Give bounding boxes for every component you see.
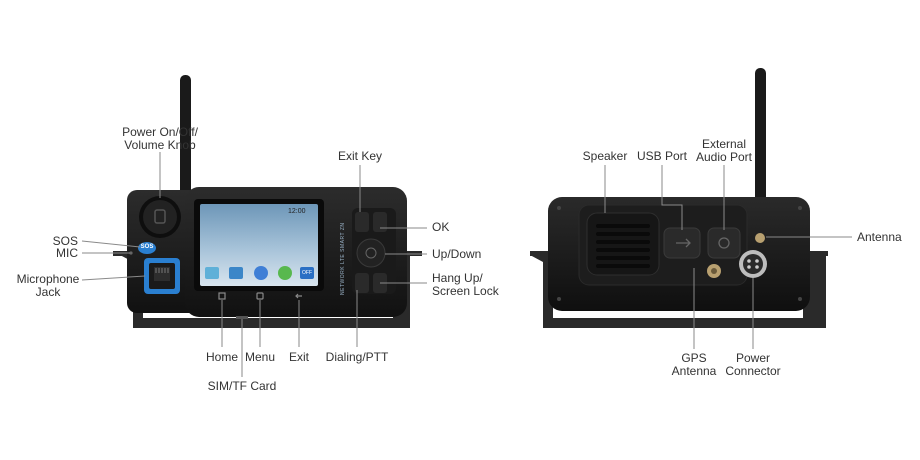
front-bracket bbox=[120, 255, 410, 328]
microphone-jack[interactable] bbox=[144, 258, 180, 294]
off-app-label: OFF bbox=[302, 270, 312, 276]
front-device bbox=[113, 75, 422, 328]
sos-button[interactable] bbox=[138, 242, 156, 254]
mic-hole bbox=[129, 251, 133, 255]
front-antenna bbox=[180, 75, 191, 200]
off-app-icon[interactable] bbox=[300, 267, 314, 279]
menu-label: Menu bbox=[244, 350, 276, 364]
exit-key[interactable] bbox=[355, 212, 369, 232]
external-audio-port[interactable] bbox=[707, 227, 741, 259]
device-side-text: NETWORK LTE SMART ZN bbox=[340, 222, 346, 295]
sos-badge-text: SOS bbox=[140, 244, 154, 250]
menu-key-icon[interactable] bbox=[256, 292, 264, 300]
hang-up-label: Hang Up/ Screen Lock bbox=[432, 271, 499, 298]
external-audio-port-label: External Audio Port bbox=[695, 137, 753, 164]
contacts-app-icon[interactable] bbox=[229, 267, 243, 279]
antenna-label: Antenna bbox=[857, 230, 902, 244]
screen-clock: 12:00 bbox=[288, 208, 306, 215]
dialing-ptt-key[interactable] bbox=[355, 273, 369, 293]
exit-label: Exit bbox=[288, 350, 309, 364]
exit-key-icon[interactable] bbox=[295, 293, 302, 299]
sim-card-label: SIM/TF Card bbox=[207, 379, 277, 393]
gps-antenna-connector[interactable] bbox=[707, 264, 721, 278]
sos-label: SOS bbox=[52, 234, 78, 248]
mic-label: MIC bbox=[56, 246, 78, 260]
back-bracket bbox=[530, 255, 826, 328]
power-connector-label: Power Connector bbox=[725, 351, 781, 378]
power-knob-label: Power On/Off/ Volume Knob bbox=[122, 125, 198, 152]
apps-grid-icon[interactable] bbox=[254, 266, 268, 280]
callout-lines bbox=[81, 152, 852, 377]
home-key-icon[interactable] bbox=[218, 292, 226, 300]
speaker-grille bbox=[586, 212, 660, 276]
touch-screen[interactable] bbox=[200, 204, 318, 286]
sim-card-slot[interactable] bbox=[236, 316, 248, 319]
usb-port-label: USB Port bbox=[636, 149, 687, 163]
home-label: Home bbox=[205, 350, 238, 364]
power-connector[interactable] bbox=[739, 250, 767, 278]
ok-label: OK bbox=[432, 220, 450, 234]
gps-antenna-label: GPS Antenna bbox=[671, 351, 717, 378]
phone-app-icon[interactable] bbox=[205, 267, 219, 279]
back-device bbox=[530, 68, 828, 328]
dialing-ptt-label: Dialing/PTT bbox=[325, 350, 389, 364]
messages-app-icon[interactable] bbox=[278, 266, 292, 280]
speaker-label: Speaker bbox=[582, 149, 628, 163]
up-down-dial[interactable] bbox=[356, 238, 386, 268]
microphone-jack-label: Microphone Jack bbox=[16, 272, 80, 299]
ok-key[interactable] bbox=[373, 212, 387, 232]
right-control-panel bbox=[352, 208, 396, 294]
up-down-label: Up/Down bbox=[432, 247, 482, 261]
usb-port[interactable] bbox=[663, 227, 701, 259]
antenna-base bbox=[755, 233, 765, 243]
exit-key-label: Exit Key bbox=[337, 149, 382, 163]
power-volume-knob[interactable] bbox=[139, 196, 181, 238]
back-antenna bbox=[755, 68, 766, 238]
